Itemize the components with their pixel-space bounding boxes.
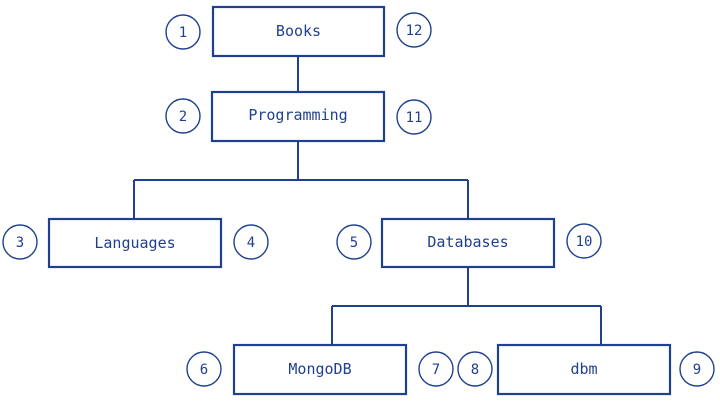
left-number: 3	[16, 235, 24, 251]
node-label: Programming	[248, 106, 347, 124]
node-programming: Programming 2 11	[165, 90, 432, 143]
connector-databases-children	[331, 267, 602, 345]
node-box	[496, 343, 672, 396]
node-label: dbm	[570, 360, 597, 378]
node-label: Books	[276, 22, 321, 40]
left-number: 1	[179, 25, 187, 41]
connector-programming-children	[133, 141, 469, 219]
right-number-badge: 10	[566, 223, 602, 259]
right-number: 11	[406, 110, 423, 126]
right-number-badge: 9	[679, 351, 715, 387]
left-number-badge: 2	[165, 98, 201, 134]
left-number-badge: 5	[336, 224, 372, 260]
left-number: 5	[350, 235, 358, 251]
node-label: MongoDB	[288, 360, 351, 378]
right-number: 9	[693, 362, 701, 378]
right-number: 10	[576, 234, 593, 250]
left-number-badge: 1	[165, 14, 201, 50]
node-label: Languages	[94, 234, 175, 252]
right-number-badge: 4	[233, 224, 269, 260]
node-box	[232, 343, 408, 396]
node-box	[380, 217, 556, 269]
right-number-badge: 12	[396, 12, 432, 48]
right-number: 12	[406, 23, 423, 39]
node-box	[211, 5, 386, 58]
node-books: Books 1 12	[165, 5, 432, 58]
node-languages: Languages 3 4	[2, 217, 269, 269]
left-number: 6	[200, 362, 208, 378]
left-number: 8	[471, 362, 479, 378]
right-number: 7	[432, 362, 440, 378]
right-number: 4	[247, 235, 255, 251]
node-mongodb: MongoDB 6 7	[186, 343, 454, 396]
node-databases: Databases 5 10	[336, 217, 602, 269]
right-number-badge: 7	[418, 351, 454, 387]
node-box	[47, 217, 223, 269]
left-number-badge: 8	[457, 351, 493, 387]
left-number-badge: 6	[186, 351, 222, 387]
node-dbm: dbm 8 9	[457, 343, 715, 396]
node-label: Databases	[427, 233, 508, 251]
node-box	[210, 90, 386, 143]
left-number-badge: 3	[2, 224, 38, 260]
left-number: 2	[179, 109, 187, 125]
right-number-badge: 11	[396, 99, 432, 135]
connectors	[133, 56, 602, 345]
